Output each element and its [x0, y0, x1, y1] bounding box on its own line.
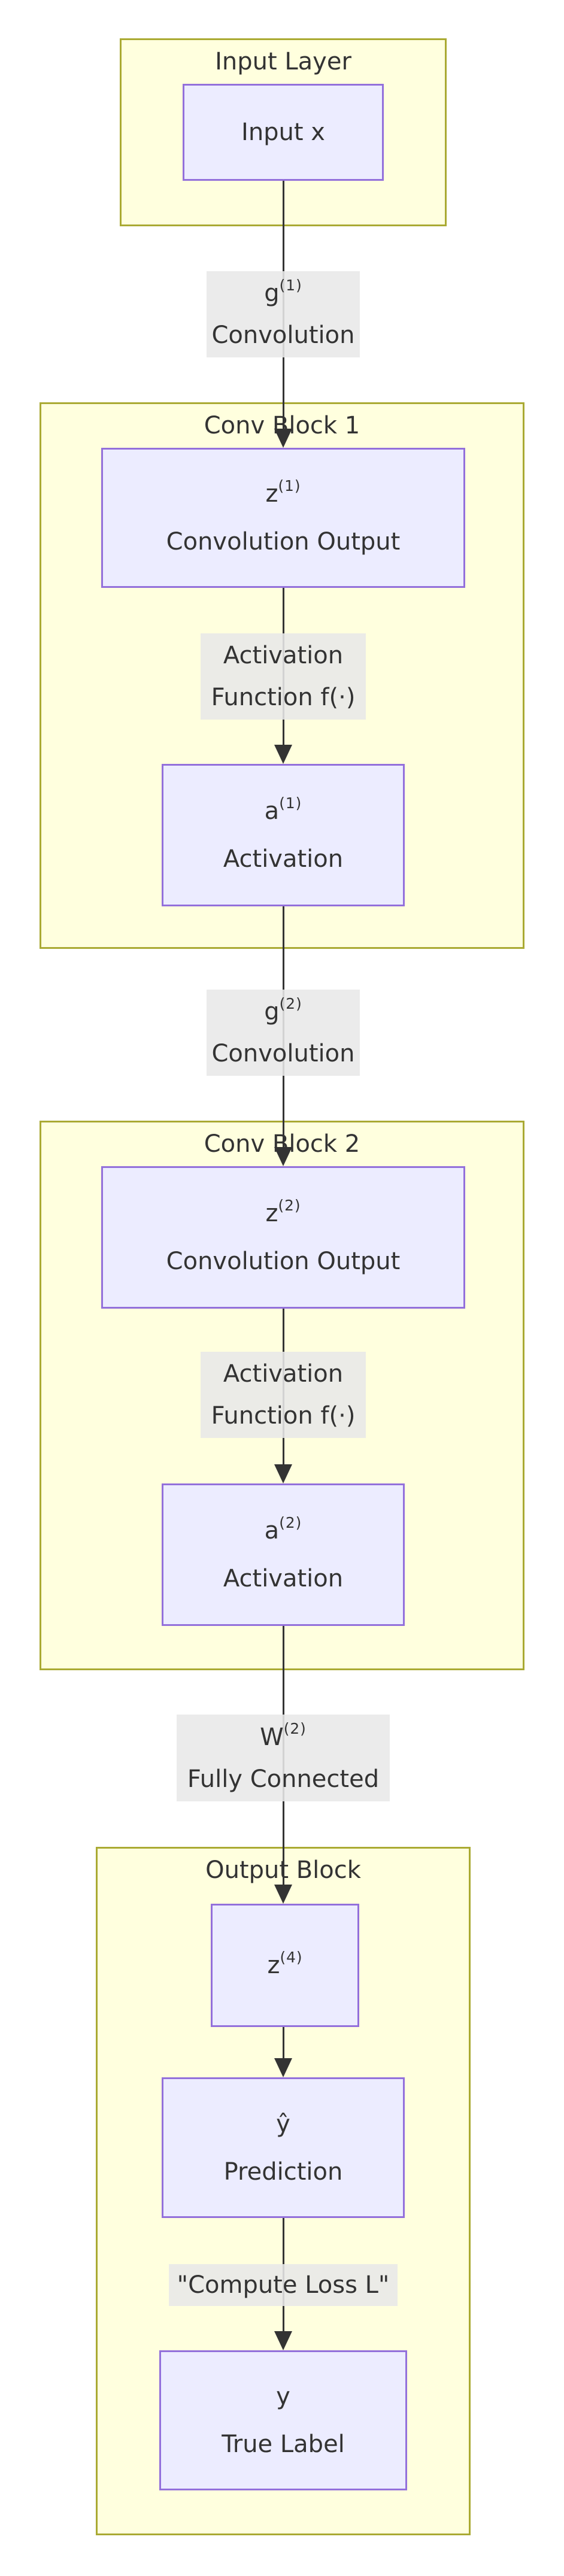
node-label: y: [276, 2383, 290, 2410]
arrowhead-icon: [274, 1464, 292, 1483]
node-label: a(2): [264, 1513, 302, 1545]
arrowhead-icon: [274, 2058, 292, 2077]
arrowhead-icon: [274, 2331, 292, 2350]
edge-label-g1-convolution: g(1) Convolution: [207, 271, 360, 357]
arrowhead-icon: [274, 745, 292, 764]
edge-label-line: Convolution: [211, 1040, 355, 1067]
node-label: Activation: [223, 1565, 344, 1592]
edge-label-line: W(2): [260, 1720, 307, 1751]
node-z4: z(4): [211, 1904, 359, 2027]
node-label: True Label: [222, 2431, 345, 2458]
node-y-true-label: y True Label: [159, 2350, 407, 2490]
edge-label-line: Fully Connected: [187, 1765, 380, 1793]
node-z1-convolution-output: z(1) Convolution Output: [101, 448, 465, 588]
node-label: Convolution Output: [166, 528, 401, 556]
edge-label-line: Convolution: [211, 321, 355, 349]
node-label: z(4): [267, 1948, 303, 1979]
edge-label-line: "Compute Loss L": [177, 2271, 390, 2299]
edge-label-activation-function-1: Activation Function f(·): [201, 633, 366, 720]
node-a2-activation: a(2) Activation: [162, 1483, 405, 1626]
edge-label-line: Activation: [223, 1360, 344, 1388]
node-a1-activation: a(1) Activation: [162, 764, 405, 906]
edge-label-g2-convolution: g(2) Convolution: [207, 990, 360, 1076]
node-yhat-prediction: ŷ Prediction: [162, 2077, 405, 2218]
edge-label-line: g(1): [264, 276, 302, 307]
node-label: a(1): [264, 794, 302, 825]
node-z2-convolution-output: z(2) Convolution Output: [101, 1166, 465, 1309]
edge-label-line: Function f(·): [211, 1402, 356, 1430]
node-label: z(1): [265, 477, 301, 508]
node-label: Input x: [241, 119, 325, 146]
edge-label-line: g(2): [264, 994, 302, 1025]
arrowhead-icon: [274, 1885, 292, 1904]
edge-label-w2-fully-connected: W(2) Fully Connected: [177, 1715, 390, 1801]
node-label: Activation: [223, 845, 344, 873]
node-label: Prediction: [223, 2158, 343, 2186]
arrowhead-icon: [274, 429, 292, 448]
edge-label-line: Activation: [223, 642, 344, 669]
node-label: z(2): [265, 1196, 301, 1227]
edge-label-activation-function-2: Activation Function f(·): [201, 1352, 366, 1438]
edge-label-compute-loss: "Compute Loss L": [169, 2264, 398, 2306]
edge-z4-to-yhat: [283, 2027, 284, 2061]
arrowhead-icon: [274, 1147, 292, 1166]
cluster-title-input-layer: Input Layer: [215, 48, 351, 75]
node-label: Convolution Output: [166, 1248, 401, 1275]
node-input-x: Input x: [183, 84, 384, 181]
node-label: ŷ: [276, 2110, 290, 2138]
edge-label-line: Function f(·): [211, 684, 356, 711]
